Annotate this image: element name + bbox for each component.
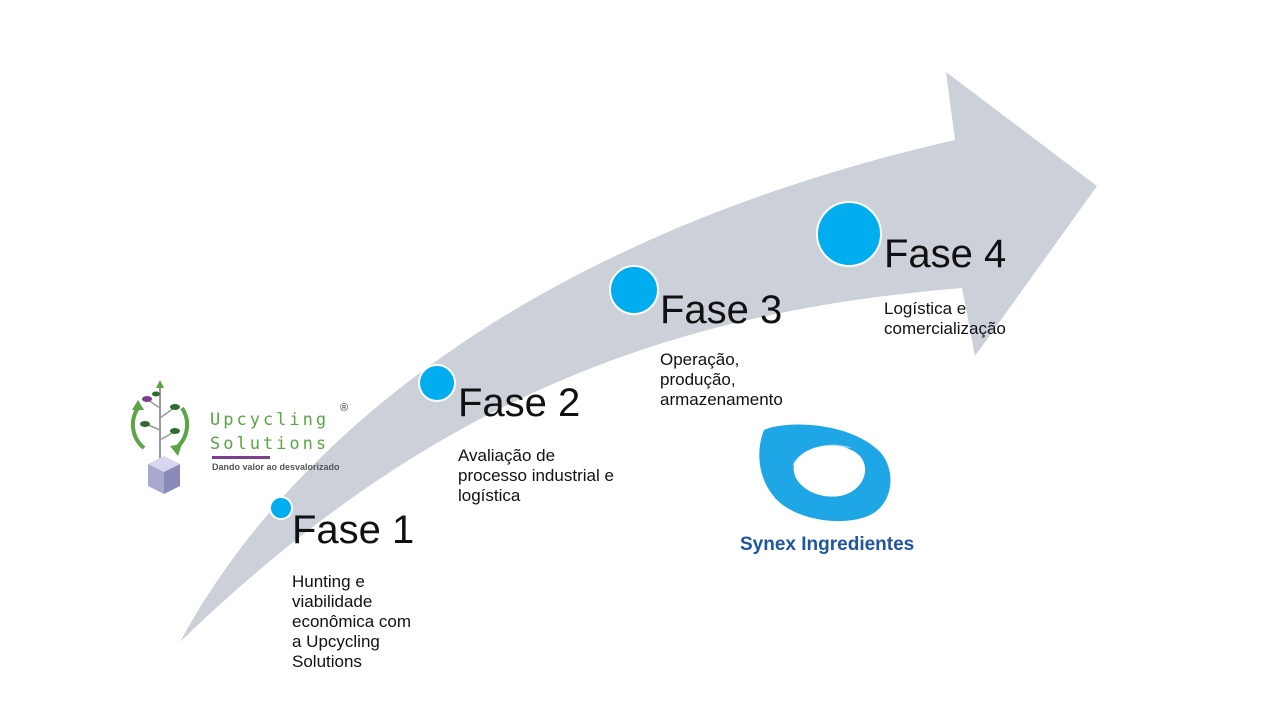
upcycling-word: Upcycling [210, 410, 330, 430]
solutions-word: Solutions [210, 434, 330, 454]
upcycling-tagline: Dando valor ao desvalorizado [212, 462, 340, 472]
phase-4-title: Fase 4 [884, 232, 1007, 276]
phase-1-title: Fase 1 [292, 508, 415, 552]
phase-2-description: Avaliação de processo industrial e logís… [458, 446, 614, 505]
phase-4-description: Logística e comercialização [884, 299, 1006, 338]
registered-mark: ® [340, 402, 349, 414]
logo-underline [212, 456, 270, 459]
phase-1-dot [269, 496, 293, 520]
phase-2-dot [418, 364, 456, 402]
upcycling-solutions-logo: Upcycling Solutions Dando valor ao desva… [120, 378, 360, 498]
phase-4-dot [816, 201, 882, 267]
phase-3-title: Fase 3 [660, 288, 783, 332]
synex-ingredientes-logo: Synex Ingredientes [730, 420, 950, 560]
plant-cube-icon [130, 380, 190, 494]
phase-1-description: Hunting e viabilidade econômica com a Up… [292, 572, 412, 671]
phase-3-dot [609, 265, 659, 315]
phase-2-title: Fase 2 [458, 381, 581, 425]
synex-name: Synex Ingredientes [740, 534, 915, 555]
synex-ring-icon [759, 424, 891, 522]
phase-3-description: Operação, produção, armazenamento [660, 350, 783, 409]
